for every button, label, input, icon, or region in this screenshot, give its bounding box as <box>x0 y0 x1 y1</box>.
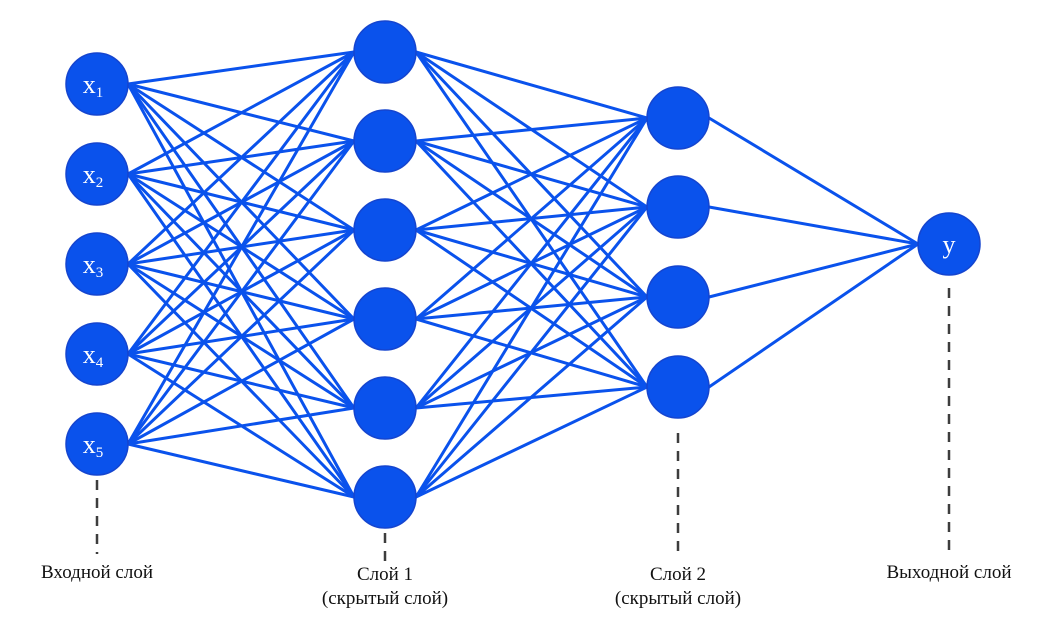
node-hidden1-3 <box>353 198 417 262</box>
edge-hidden1-4-hidden2-1 <box>414 116 649 321</box>
node-label-input-2: x2 <box>83 160 104 192</box>
node-input-1 <box>65 52 129 116</box>
edge-hidden2-4-output-1 <box>707 242 920 389</box>
node-input-2 <box>65 142 129 206</box>
edge-hidden1-6-hidden2-2 <box>414 205 649 499</box>
edge-hidden1-6-hidden2-4 <box>414 385 649 499</box>
node-input-4 <box>65 322 129 386</box>
edge-input-5-hidden1-2 <box>126 139 356 446</box>
layer-caption-hidden1-line2: (скрытый слой) <box>322 588 448 609</box>
node-hidden1-4 <box>353 287 417 351</box>
edge-hidden2-3-output-1 <box>707 242 920 299</box>
edge-hidden2-2-output-1 <box>707 205 920 246</box>
node-hidden1-6 <box>353 465 417 529</box>
layer-caption-hidden2-line1: Слой 2 <box>650 564 706 585</box>
edge-hidden1-3-hidden2-1 <box>414 116 649 232</box>
node-label-input-1: x1 <box>83 70 104 102</box>
edge-input-1-hidden1-1 <box>126 50 356 86</box>
node-label-output-1: y <box>943 230 956 259</box>
node-input-5 <box>65 412 129 476</box>
node-label-input-4: x4 <box>83 340 104 372</box>
edge-input-5-hidden1-1 <box>126 50 356 446</box>
edge-hidden1-6-hidden2-3 <box>414 295 649 499</box>
node-hidden2-4 <box>646 355 710 419</box>
edge-input-5-hidden1-5 <box>126 406 356 446</box>
edge-input-5-hidden1-3 <box>126 228 356 446</box>
layer-caption-input-line1: Входной слой <box>41 562 153 583</box>
edge-hidden1-5-hidden2-1 <box>414 116 649 410</box>
node-hidden2-3 <box>646 265 710 329</box>
layer-caption-hidden2-line2: (скрытый слой) <box>615 588 741 609</box>
node-output-1 <box>917 212 981 276</box>
edge-input-2-hidden1-1 <box>126 50 356 176</box>
edge-input-3-hidden1-1 <box>126 50 356 266</box>
node-hidden2-1 <box>646 86 710 150</box>
edge-input-5-hidden1-6 <box>126 442 356 499</box>
edge-input-5-hidden1-4 <box>126 317 356 446</box>
node-hidden1-2 <box>353 109 417 173</box>
edge-input-4-hidden1-1 <box>126 50 356 356</box>
layer-caption-output-line1: Выходной слой <box>886 562 1011 583</box>
layer-caption-hidden1-line1: Слой 1 <box>357 564 413 585</box>
node-hidden2-2 <box>646 175 710 239</box>
node-hidden1-1 <box>353 20 417 84</box>
edge-hidden1-1-hidden2-1 <box>414 50 649 120</box>
edge-hidden1-6-hidden2-1 <box>414 116 649 499</box>
edge-hidden1-2-hidden2-1 <box>414 116 649 143</box>
node-label-input-3: x3 <box>83 250 104 282</box>
edge-hidden2-1-output-1 <box>707 116 920 246</box>
node-input-3 <box>65 232 129 296</box>
node-label-input-5: x5 <box>83 430 104 462</box>
node-hidden1-5 <box>353 376 417 440</box>
